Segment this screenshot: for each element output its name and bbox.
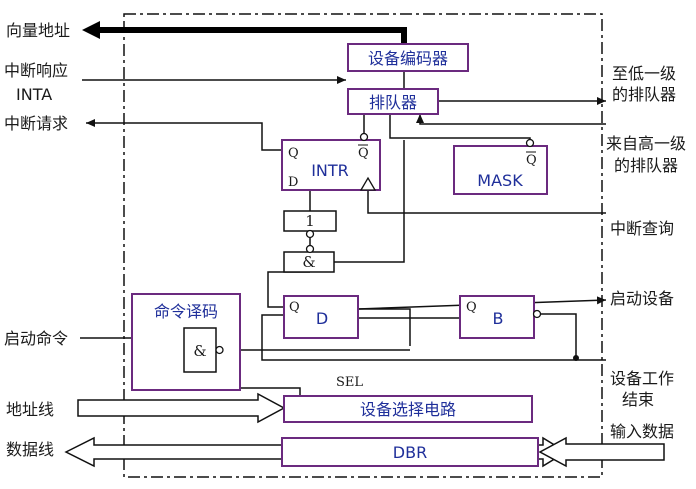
and-gate-upper-label: &	[302, 253, 315, 271]
address-line-label: 地址线	[6, 400, 54, 419]
dev-select-block	[283, 395, 533, 423]
mask-label: MASK	[477, 171, 523, 190]
data-line-label: 数据线	[6, 440, 54, 459]
and-gate-upper-bubble	[305, 244, 315, 254]
mask-qbar-bubble	[525, 138, 535, 148]
intr-q-pin: Q	[288, 146, 299, 161]
queue-block	[347, 88, 439, 115]
d-to-device-wire	[358, 308, 411, 346]
device-done-label-2: 结束	[622, 390, 654, 409]
and-gate-lower-label: &	[193, 342, 206, 360]
int-query-label: 中断查询	[610, 219, 674, 238]
encoder-label: 设备编码器	[368, 49, 448, 68]
b-label: B	[493, 309, 504, 328]
queue-label: 排队器	[369, 93, 417, 112]
from-higher-label-2: 的排队器	[614, 156, 678, 175]
to-lower-label-1: 至低一级	[612, 64, 676, 83]
intr-clock-triangle	[359, 176, 377, 191]
start-device-label: 启动设备	[610, 289, 674, 308]
vector-address-arrowhead	[82, 21, 100, 39]
b-qbar-bubble	[532, 309, 542, 319]
address-line-arrow	[77, 392, 286, 424]
encoder-block	[347, 43, 469, 72]
int-request-wire	[86, 119, 282, 151]
not-gate-bubble	[305, 229, 315, 239]
not-gate-label: 1	[305, 212, 315, 230]
sel-label: SEL	[336, 375, 363, 390]
int-request-label: 中断请求	[4, 114, 68, 133]
dbr-label: DBR	[393, 443, 427, 462]
d-q-pin: Q	[289, 300, 300, 315]
input-data-label: 输入数据	[610, 422, 674, 441]
cmd-decode-label: 命令译码	[154, 302, 218, 321]
dev-select-label: 设备选择电路	[360, 400, 456, 419]
start-cmd-label: 启动命令	[4, 329, 68, 348]
int-ack-label: 中断响应	[4, 61, 68, 80]
vector-address-label: 向量地址	[6, 21, 70, 40]
dbr-block	[281, 437, 539, 467]
intr-qbar-bubble	[359, 132, 369, 142]
device-done-wire	[261, 314, 606, 361]
vector-address-wire	[98, 27, 407, 45]
and-to-encoder-wire	[334, 140, 405, 263]
intr-flipflop	[281, 139, 381, 191]
mask-flipflop	[453, 145, 548, 195]
interface-boundary	[123, 13, 603, 478]
inta-label: INTA	[16, 85, 52, 104]
to-lower-label-2: 的排队器	[612, 85, 676, 104]
mask-qbar-pin: Q	[526, 153, 537, 168]
input-data-arrow	[538, 436, 665, 468]
b-junction-dot	[573, 355, 579, 361]
d-flipflop	[283, 295, 359, 339]
intr-label: INTR	[311, 161, 349, 180]
b-qbar-wire	[536, 313, 577, 358]
from-higher-wire	[416, 114, 606, 125]
intr-d-pin: D	[288, 175, 298, 190]
b-flipflop	[459, 295, 535, 339]
from-higher-label-1: 来自高一级	[606, 134, 686, 153]
and-gate-lower-bubble	[215, 345, 224, 355]
mask-wire	[389, 114, 531, 146]
device-done-label-1: 设备工作	[610, 369, 674, 388]
int-query-wire	[367, 190, 606, 214]
d-label: D	[316, 309, 328, 328]
b-q-pin: Q	[466, 300, 477, 315]
intr-qbar-pin: Q	[358, 146, 369, 161]
